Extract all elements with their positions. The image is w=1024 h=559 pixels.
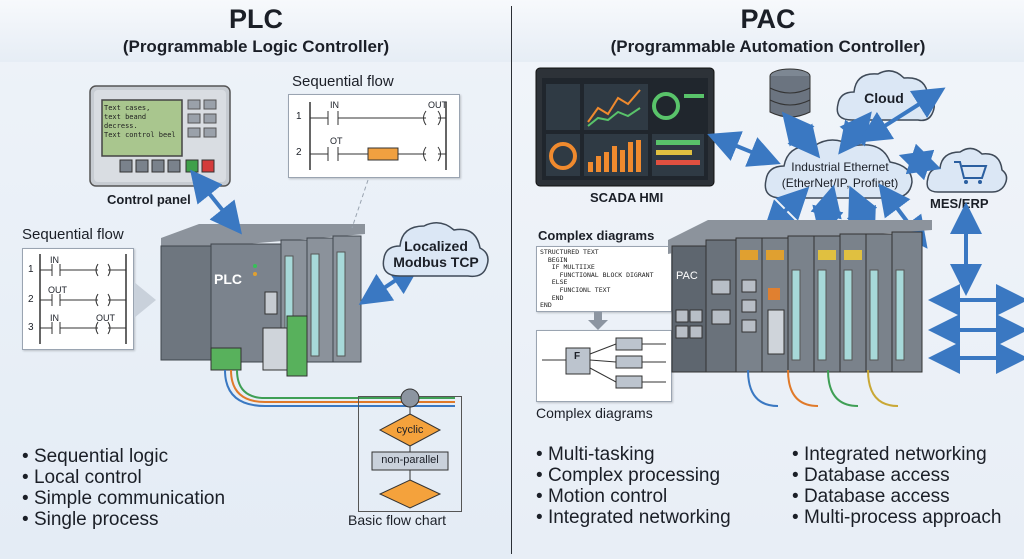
flow-caption: Basic flow chart [348,512,447,528]
pac-panel: PAC (Programmable Automation Controller)… [512,0,1024,559]
pac-subtitle: (Programmable Automation Controller) [610,37,926,56]
pac-bullet: Integrated networking [536,507,731,528]
pac-bullet: Motion control [536,486,731,507]
cloud-line: Modbus TCP [393,254,479,270]
modbus-cloud-text: Localized Modbus TCP [388,238,484,270]
plc-header [0,0,512,62]
code-line: END [540,293,564,302]
ladder-left-rung1: 1 [28,264,34,275]
code-text: STRUCTURED TEXT BEGIN IF MULTIIXE FUNCTI… [540,248,654,310]
code-line: BEGIN [540,255,568,264]
function-block-diagram [536,330,672,402]
code-box [536,246,672,312]
panel-screen-line: Text cases, [104,104,151,112]
flowchart [371,388,449,509]
pac-hardware [668,220,932,407]
scada-monitor [535,67,715,187]
ladder-top-in: IN [330,100,339,110]
ladder-top-out: OUT [428,100,447,110]
flow-cyclic: cyclic [396,424,424,436]
fb-label: F [574,351,581,362]
plc-bullet-list: Sequential logic Local control Simple co… [22,446,225,530]
panel-screen-text: Text cases, text beand decress. Text con… [104,104,182,140]
plc-bullet: Single process [22,509,225,530]
panel-screen-line: decress. [104,122,138,130]
cloud-line: Localized [404,238,468,254]
plc-bullet: Sequential logic [22,446,225,467]
flow-non-parallel: non-parallel [381,454,439,466]
ladder-left-in1: IN [50,255,59,265]
seq-flow-left-label: Sequential flow [22,226,124,243]
ladder-left-drawing [39,254,127,344]
ethernet-line: Industrial Ethernet [791,160,889,174]
ladder-left-out3: OUT [96,313,115,323]
plc-bullet: Simple communication [22,488,225,509]
pac-header [512,0,1024,62]
pac-bullet: Database access [792,465,1001,486]
code-line: FUNCIONL TEXT [540,285,611,294]
pac-bullet-list-left: Multi-tasking Complex processing Motion … [536,444,731,528]
ladder-left-rung2: 2 [28,294,34,305]
pac-bullet-list-right: Integrated networking Database access Da… [792,444,1001,528]
ladder-top-rung1: 1 [296,111,302,122]
plc-subtitle: (Programmable Logic Controller) [122,37,390,56]
ladder-left-out2: OUT [48,285,67,295]
panel-screen-line: Text control beel [104,131,176,139]
complex-top-label: Complex diagrams [538,228,655,243]
plc-title: PLC [229,4,283,34]
down-arrow-icon [588,312,608,330]
pac-device-label: PAC [676,270,698,282]
code-line: END [540,301,552,310]
control-panel-device [89,85,231,187]
seq-flow-top-label: Sequential flow [292,73,394,90]
pac-bullet: Integrated networking [792,444,1001,465]
control-panel-label: Control panel [107,192,191,207]
modbus-cloud-icon [382,222,489,278]
code-line: FUNCTIONAL BLOCK DIGRANT [540,270,654,279]
pac-bullet: Multi-process approach [792,507,1001,528]
ladder-top-drawing [309,102,447,170]
function-block-drawing [542,337,666,389]
pac-bullet: Database access [792,486,1001,507]
plc-panel: PLC (Programmable Logic Controller) Text… [0,0,512,559]
ladder-top-rung2: 2 [296,147,302,158]
ladder-left-rung3: 3 [28,322,34,333]
pac-bullet: Multi-tasking [536,444,731,465]
complex-bottom-label: Complex diagrams [536,405,653,421]
pac-bullet: Complex processing [536,465,731,486]
ladder-top-ot: OT [330,136,343,146]
ladder-diagram-top [288,94,460,178]
code-line: IF MULTIIXE [540,263,595,272]
panel-screen-line: text beand [104,113,147,121]
code-line: ELSE [540,278,568,287]
code-line: STRUCTURED TEXT [540,248,599,256]
plc-hardware [160,224,455,407]
plc-device-label: PLC [214,271,242,287]
scada-label: SCADA HMI [590,190,664,205]
pac-title: PAC [740,4,796,34]
ladder-left-in3: IN [50,313,59,323]
plc-bullet: Local control [22,467,225,488]
